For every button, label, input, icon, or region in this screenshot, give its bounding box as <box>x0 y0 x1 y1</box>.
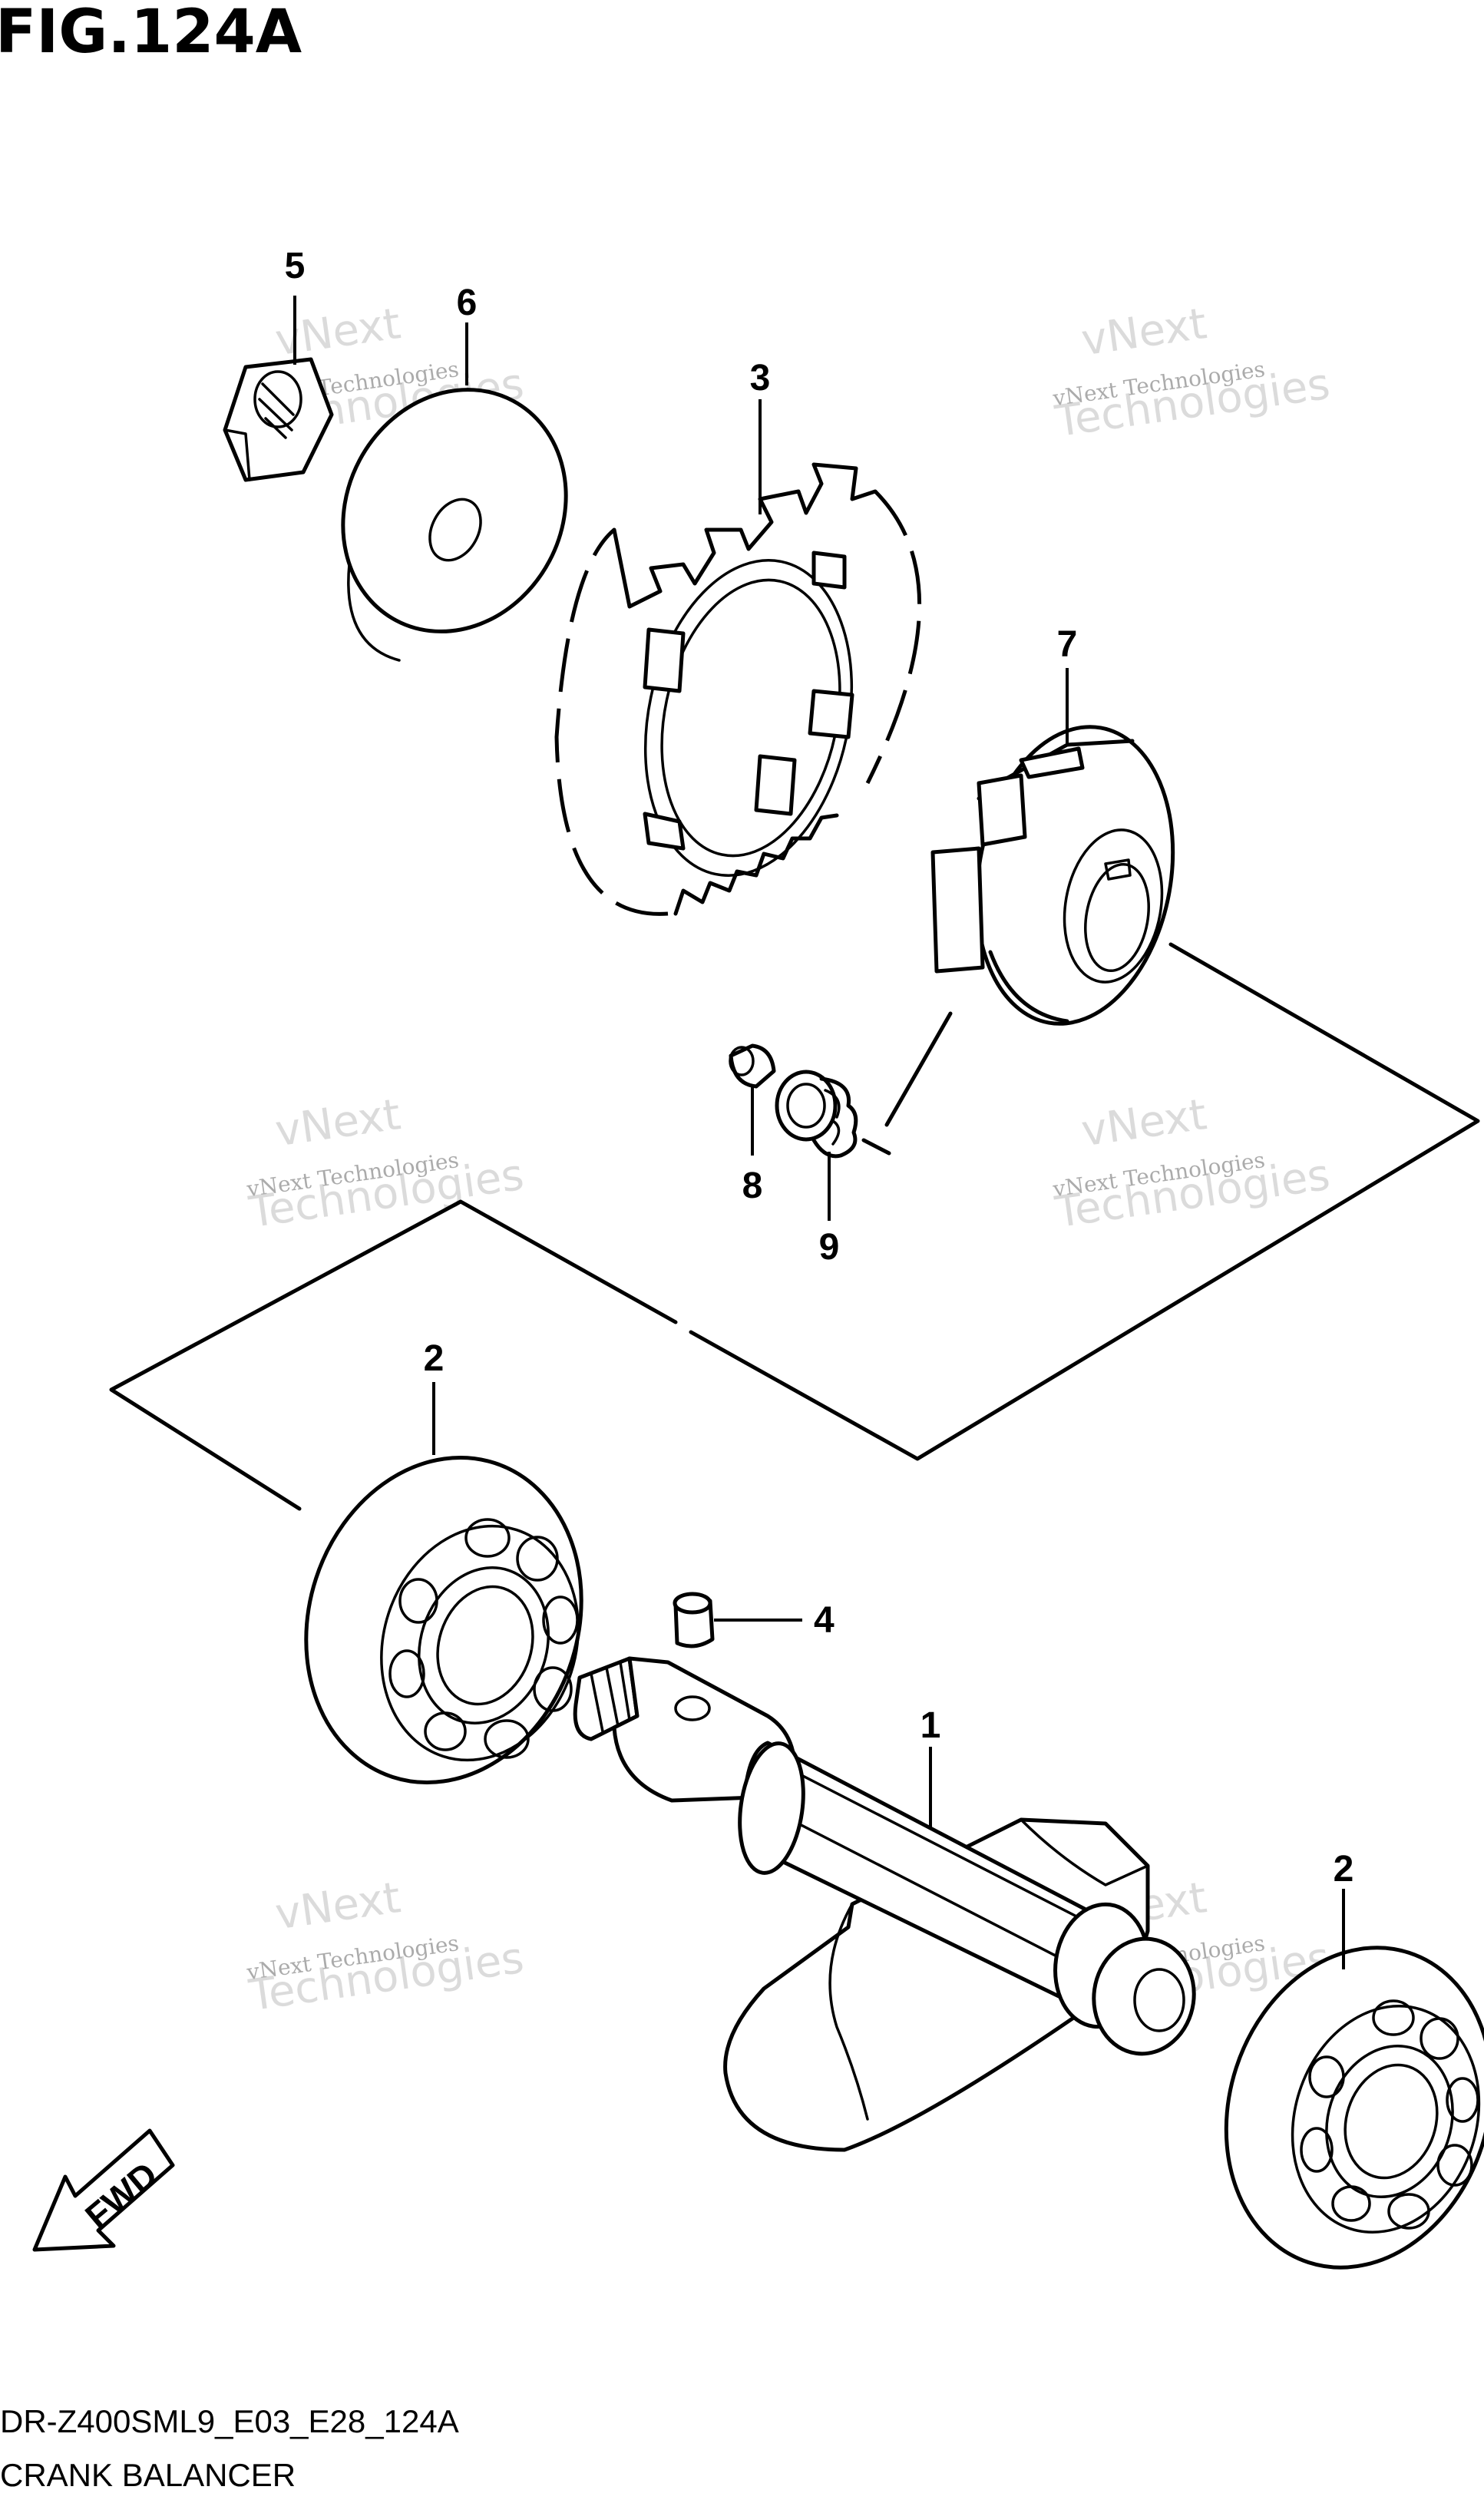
callout-9: 9 <box>819 1227 840 1268</box>
callouts: 5 6 3 7 8 9 2 4 1 2 <box>285 246 1354 1890</box>
callout-2-upper: 2 <box>424 1338 445 1379</box>
part-5-nut <box>223 357 334 482</box>
figure-name: CRANK BALANCER <box>0 2457 296 2493</box>
part-3-gear <box>554 462 922 916</box>
callout-8: 8 <box>742 1166 763 1206</box>
part-2-bearing-upper <box>304 1455 583 1785</box>
part-6-washer <box>341 388 568 662</box>
watermark: vNext vNext Technologies Technologies <box>1051 299 1334 447</box>
part-1-balancer-shaft <box>573 1656 1196 2152</box>
watermark: vNext vNext Technologies Technologies <box>245 1873 527 2021</box>
svg-text:vNext: vNext <box>273 299 404 365</box>
svg-text:vNext: vNext <box>273 1090 404 1156</box>
part-2-bearing-lower <box>1224 1946 1484 2270</box>
callout-2-lower: 2 <box>1334 1849 1354 1890</box>
svg-text:vNext: vNext <box>273 1873 404 1939</box>
callout-7: 7 <box>1057 624 1078 665</box>
figure-title: FIG.124A <box>0 0 302 67</box>
svg-text:vNext: vNext <box>1079 1090 1210 1156</box>
assembly-outline <box>109 942 1480 1511</box>
watermark: vNext vNext Technologies Technologies <box>1051 1090 1334 1238</box>
leader-lines <box>293 296 1345 1969</box>
part-8-key <box>729 1043 776 1089</box>
fwd-arrow: FWD <box>32 2128 175 2252</box>
callout-4: 4 <box>814 1600 835 1641</box>
callout-5: 5 <box>285 246 306 286</box>
callout-3: 3 <box>750 358 771 398</box>
svg-text:vNext: vNext <box>1079 299 1210 365</box>
figure-code: DR-Z400SML9_E03_E28_124A <box>0 2403 459 2439</box>
callout-1: 1 <box>920 1705 941 1746</box>
callout-6: 6 <box>457 283 478 323</box>
part-9-spring <box>775 1070 858 1159</box>
part-7-hub <box>930 725 1175 1026</box>
part-4-pin <box>673 1592 715 1648</box>
